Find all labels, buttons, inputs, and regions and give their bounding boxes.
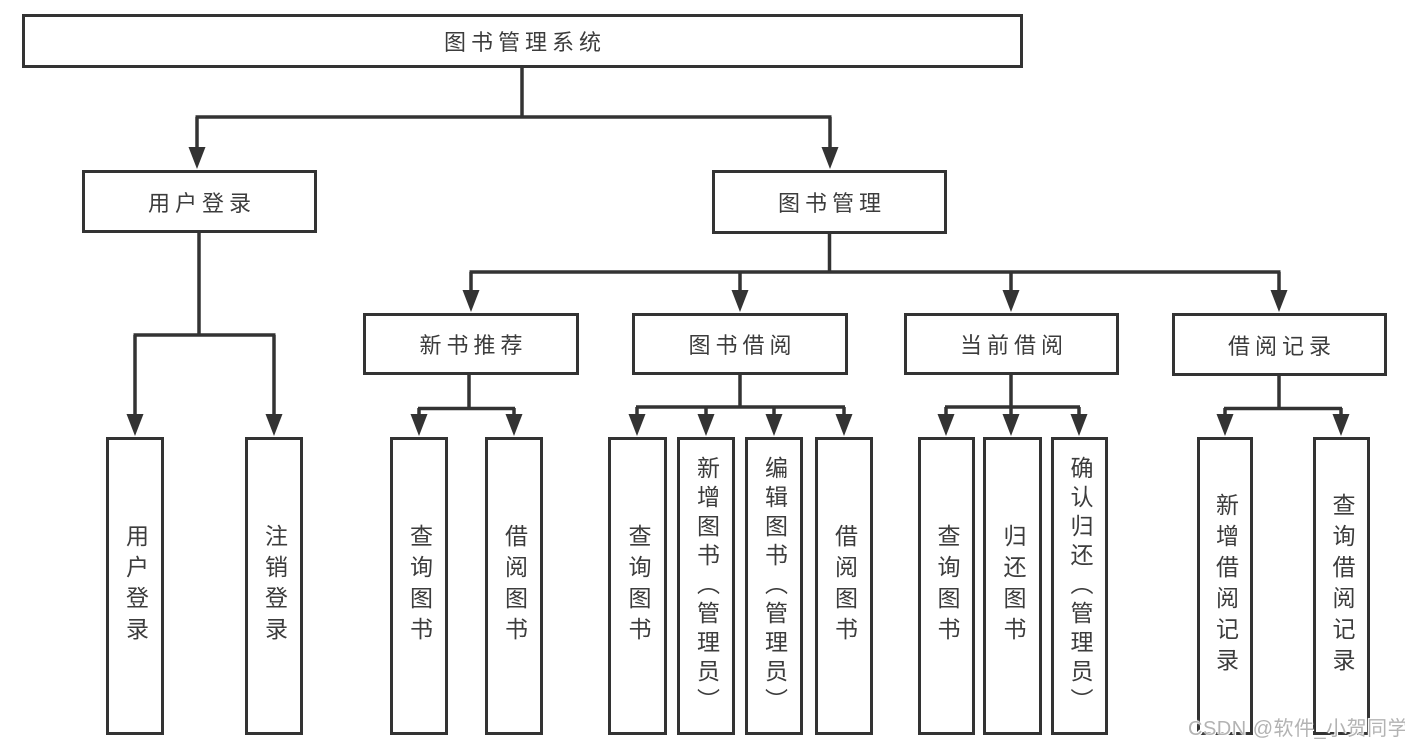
node-cb-query-books-label: 查询图书 [934, 524, 960, 648]
node-root-label: 图书管理系统 [443, 30, 606, 55]
node-bb-borrow-books-label: 借阅图书 [831, 524, 858, 648]
node-book-borrowing-label: 图书借阅 [688, 333, 797, 358]
node-bb-add-books-admin: 新增图书（管理员） [677, 437, 735, 735]
node-book-management-label: 图书管理 [777, 191, 886, 216]
node-login-leaf: 用户登录 [106, 437, 164, 735]
node-current-borrowing: 当前借阅 [904, 313, 1119, 375]
node-user-login: 用户登录 [82, 170, 317, 233]
node-current-borrowing-label: 当前借阅 [959, 333, 1068, 358]
node-user-login-label: 用户登录 [147, 190, 256, 216]
node-logout-leaf: 注销登录 [245, 437, 303, 735]
node-br-query-record: 查询借阅记录 [1313, 437, 1370, 735]
node-br-query-record-label: 查询借阅记录 [1329, 493, 1355, 679]
node-root: 图书管理系统 [22, 14, 1023, 68]
node-logout-leaf-label: 注销登录 [261, 524, 288, 648]
node-nbr-query-books: 查询图书 [390, 437, 448, 735]
node-borrowing-records-label: 借阅记录 [1227, 333, 1336, 359]
node-br-add-record-label: 新增借阅记录 [1212, 493, 1239, 679]
node-book-borrowing: 图书借阅 [632, 313, 848, 375]
node-bb-borrow-books: 借阅图书 [815, 437, 873, 735]
node-book-management: 图书管理 [712, 170, 947, 234]
tree-branch-lines [133, 68, 1342, 411]
node-bb-add-books-admin-label: 新增图书（管理员） [693, 455, 720, 717]
node-nbr-query-books-label: 查询图书 [406, 524, 433, 648]
node-cb-confirm-return-admin-label: 确认归还（管理员） [1067, 455, 1093, 717]
node-borrowing-records: 借阅记录 [1172, 313, 1387, 376]
node-new-book-recommend-label: 新书推荐 [419, 333, 528, 358]
node-bb-edit-books-admin-label: 编辑图书（管理员） [761, 455, 788, 717]
node-bb-edit-books-admin: 编辑图书（管理员） [745, 437, 803, 735]
node-cb-return-books: 归还图书 [983, 437, 1042, 735]
node-cb-confirm-return-admin: 确认归还（管理员） [1051, 437, 1108, 735]
node-bb-query-books: 查询图书 [608, 437, 667, 735]
node-br-add-record: 新增借阅记录 [1197, 437, 1253, 735]
arrowheads [126, 147, 1350, 436]
node-new-book-recommend: 新书推荐 [363, 313, 579, 375]
node-bb-query-books-label: 查询图书 [625, 524, 651, 648]
node-cb-return-books-label: 归还图书 [1000, 524, 1026, 648]
node-nbr-borrow-books: 借阅图书 [485, 437, 543, 735]
node-login-leaf-label: 用户登录 [122, 524, 149, 648]
node-nbr-borrow-books-label: 借阅图书 [501, 524, 528, 648]
node-cb-query-books: 查询图书 [918, 437, 975, 735]
